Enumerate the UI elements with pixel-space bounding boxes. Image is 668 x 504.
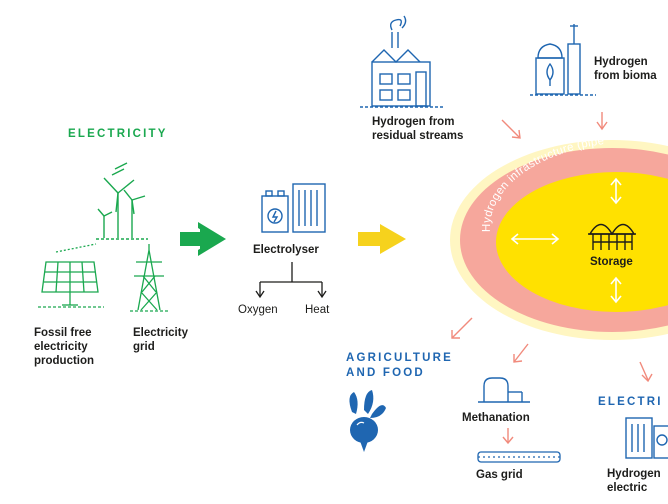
electricity-output-heading: ELECTRI	[598, 396, 663, 408]
heat-label: Heat	[305, 304, 330, 316]
yellow-flow-arrow	[358, 224, 406, 254]
gas-grid-label: Gas grid	[476, 469, 523, 481]
solar-panel-icon	[38, 243, 104, 308]
fossil-free-label: Fossil free electricity production	[34, 327, 95, 367]
vertical-flow-arrow-bottom	[610, 276, 622, 304]
hub-core	[496, 172, 668, 312]
wind-turbine-icon	[96, 162, 148, 240]
gas-pipe-icon	[477, 451, 561, 463]
salmon-arrows	[451, 112, 653, 445]
agriculture-heading: AGRICULTURE AND FOOD	[346, 352, 454, 379]
electricity-grid-label: Electricity grid	[133, 327, 188, 353]
residual-streams-label: Hydrogen from residual streams	[372, 116, 464, 142]
oxygen-label: Oxygen	[238, 304, 278, 316]
vertical-flow-arrow-top	[610, 177, 622, 205]
electricity-heading: ELECTRICITY	[68, 128, 168, 140]
biomass-label: Hydrogen from bioma	[594, 56, 657, 82]
biomass-plant-icon	[530, 24, 596, 96]
storage-label: Storage	[590, 256, 633, 268]
methanation-tank-icon	[478, 377, 530, 403]
fuel-cell-icon	[625, 417, 668, 459]
factory-icon	[360, 15, 444, 108]
pylon-icon	[130, 244, 168, 312]
beet-icon	[349, 390, 386, 452]
electrolyser-label: Electrolyser	[253, 244, 319, 256]
methanation-label: Methanation	[462, 412, 530, 424]
horizontal-flow-arrow	[510, 233, 560, 245]
electrolyser-output-split	[255, 262, 327, 299]
green-flow-arrow	[180, 222, 226, 256]
hydrogen-electric-label: Hydrogen electric	[607, 468, 661, 494]
electrolyser-icon	[261, 183, 326, 233]
storage-tanks-icon	[588, 223, 636, 250]
